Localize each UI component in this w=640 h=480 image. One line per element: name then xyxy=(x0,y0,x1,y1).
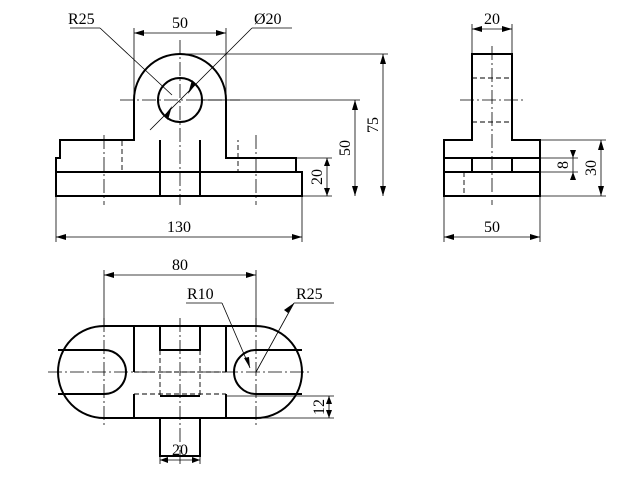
front-hidden-right-slot xyxy=(237,140,296,173)
top-dim-slot-radius: R10 xyxy=(187,286,214,303)
front-hidden-left-slot xyxy=(60,140,123,173)
front-dim-center-height: 50 xyxy=(337,140,354,156)
front-view: 50 R25 Ø20 130 20 50 xyxy=(55,11,388,242)
top-view: 80 R10 R25 12 20 xyxy=(48,257,334,466)
front-dim-base-height: 20 xyxy=(309,169,326,185)
top-dim-rib-width: 20 xyxy=(172,442,188,459)
top-dim-center-distance: 80 xyxy=(172,257,188,274)
top-dim-slot-width: 12 xyxy=(311,399,328,415)
front-outline xyxy=(55,53,303,197)
side-dim-slot-height: 8 xyxy=(555,161,572,169)
front-dim-total-height: 75 xyxy=(365,117,382,133)
top-dim-end-radius: R25 xyxy=(296,286,323,303)
side-dim-base-height: 30 xyxy=(583,160,600,176)
front-dim-top-width: 50 xyxy=(172,15,188,32)
front-dim-hole: Ø20 xyxy=(254,11,282,28)
side-dim-base-width: 50 xyxy=(484,219,500,236)
front-dim-radius: R25 xyxy=(68,11,95,28)
side-dim-top-width: 20 xyxy=(484,11,500,28)
front-dim-base-width: 130 xyxy=(167,219,191,236)
side-view: 20 50 8 30 xyxy=(443,11,606,242)
